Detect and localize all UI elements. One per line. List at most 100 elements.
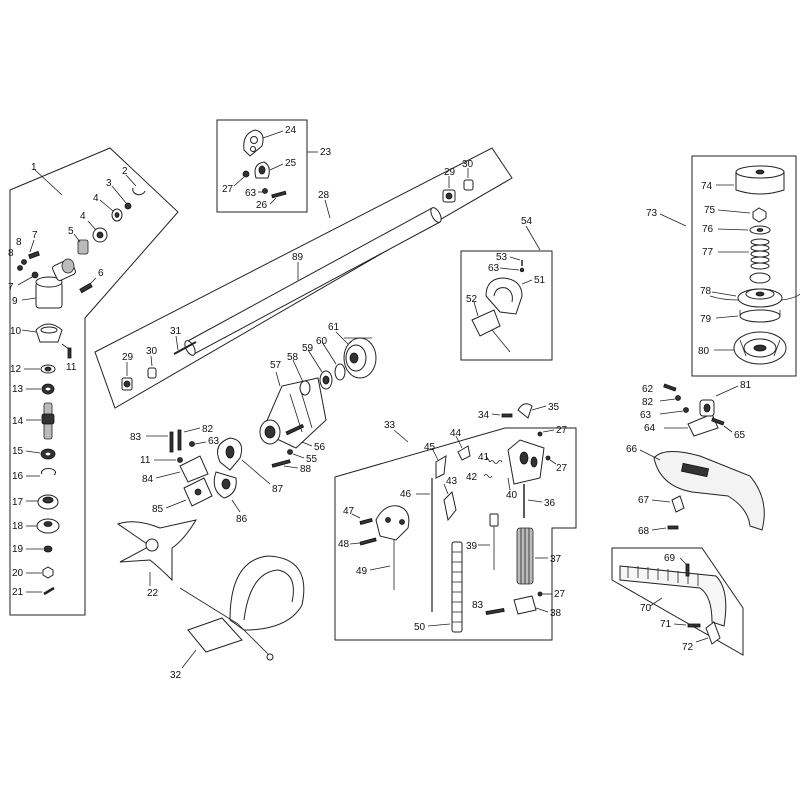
label-58: 58 (287, 352, 299, 363)
part-25-clamp-half (254, 161, 270, 179)
label-28: 28 (318, 190, 330, 201)
loop-handle-panel: 54 53 63 51 52 (460, 216, 553, 361)
label-73: 73 (646, 208, 658, 219)
gear-head-panel-outline (9, 147, 179, 616)
label-8a: 8 (16, 237, 22, 248)
label-9: 9 (12, 296, 18, 307)
part-11-bolt (67, 347, 72, 359)
label-79: 79 (700, 314, 712, 325)
label-26: 26 (256, 200, 268, 211)
part-39-switch (489, 513, 499, 570)
label-51: 51 (534, 275, 546, 286)
part-64-bracket (687, 399, 719, 437)
part-63-washer-handle (519, 267, 525, 273)
part-66-guard (653, 451, 765, 531)
label-7b: 7 (8, 282, 14, 293)
part-82-washer (675, 395, 681, 401)
part-42-spring-small (483, 474, 493, 478)
throttle-panel-outline (334, 427, 577, 641)
label-37: 37 (550, 554, 562, 565)
label-1: 1 (31, 162, 37, 173)
label-82a: 82 (202, 424, 214, 435)
guard-bracket-assembly: 64 81 65 62 82 63 (640, 380, 752, 441)
label-36: 36 (544, 498, 556, 509)
label-22: 22 (147, 588, 159, 599)
part-79-spool-body (739, 309, 781, 323)
label-72: 72 (682, 642, 694, 653)
part-27-screw-a (537, 431, 543, 437)
label-3: 3 (106, 178, 112, 189)
part-27-nut (242, 170, 250, 178)
part-7-screw (28, 250, 40, 260)
guard-extension-panel-outline (611, 547, 744, 656)
label-62: 62 (642, 384, 654, 395)
label-10: 10 (10, 326, 22, 337)
part-67-clip (671, 495, 685, 513)
label-77: 77 (702, 247, 714, 258)
label-63b: 63 (208, 436, 220, 447)
part-18-flange (36, 518, 60, 534)
label-18: 18 (12, 521, 24, 532)
label-15: 15 (12, 446, 24, 457)
label-40: 40 (506, 490, 518, 501)
part-29-bushing-right (442, 189, 456, 203)
handle-clamp-assembly: 87 86 85 84 83 82 63 11 (130, 424, 284, 525)
label-55: 55 (306, 454, 318, 465)
label-86: 86 (236, 514, 248, 525)
label-66: 66 (626, 444, 638, 455)
label-16: 16 (12, 471, 24, 482)
label-13: 13 (12, 384, 24, 395)
part-24-clamp (243, 129, 264, 157)
part-80-head-base (733, 331, 787, 365)
part-56-bolt (285, 423, 305, 436)
label-46: 46 (400, 489, 412, 500)
label-83a: 83 (130, 432, 142, 443)
label-80: 80 (698, 346, 710, 357)
label-53: 53 (496, 252, 508, 263)
label-24: 24 (285, 125, 297, 136)
label-4a: 4 (93, 193, 99, 204)
part-75-nut (752, 207, 767, 223)
gear-head-panel: 1 2 3 4 4 5 6 7 7 8 8 (8, 147, 179, 616)
throttle-panel: 33 35 34 40 27 27 36 41 (334, 402, 577, 641)
label-48: 48 (338, 539, 350, 550)
part-48-screw (359, 537, 377, 546)
part-35-bracket (517, 403, 533, 419)
part-61-clutch-drum (343, 337, 377, 379)
part-58-bearing (299, 380, 311, 396)
label-19: 19 (12, 544, 24, 555)
part-43-safety-lever (443, 491, 457, 522)
label-52: 52 (466, 294, 478, 305)
label-25: 25 (285, 158, 297, 169)
part-45-throttle-trigger (435, 455, 447, 479)
part-71-screw (687, 623, 701, 628)
label-38: 38 (550, 608, 562, 619)
part-26-bolt (271, 190, 287, 199)
part-30-bushing-right (463, 179, 474, 191)
clutch-assembly: 57 58 59 60 61 56 55 88 (259, 322, 377, 475)
label-7a: 7 (32, 230, 38, 241)
label-29b: 29 (444, 167, 456, 178)
part-69-screw (685, 563, 690, 577)
trimmer-head-panel-outline (691, 155, 797, 377)
part-50-spring-tube (451, 541, 463, 633)
label-30a: 30 (146, 346, 158, 357)
label-63c: 63 (488, 263, 500, 274)
label-23: 23 (320, 147, 332, 158)
part-65-screw (711, 417, 725, 426)
part-63-washer-clamp (189, 441, 195, 447)
part-34-screw (501, 413, 513, 418)
label-27c: 27 (556, 463, 568, 474)
part-89-tube (184, 207, 442, 356)
label-89: 89 (292, 252, 304, 263)
part-8-bolt-2 (17, 265, 23, 271)
part-82-bolt (177, 429, 182, 451)
label-41: 41 (478, 452, 490, 463)
label-63d: 63 (640, 410, 652, 421)
label-63a: 63 (245, 188, 257, 199)
part-63-washer (262, 188, 268, 194)
part-7-washer (31, 271, 39, 279)
label-35: 35 (548, 402, 560, 413)
